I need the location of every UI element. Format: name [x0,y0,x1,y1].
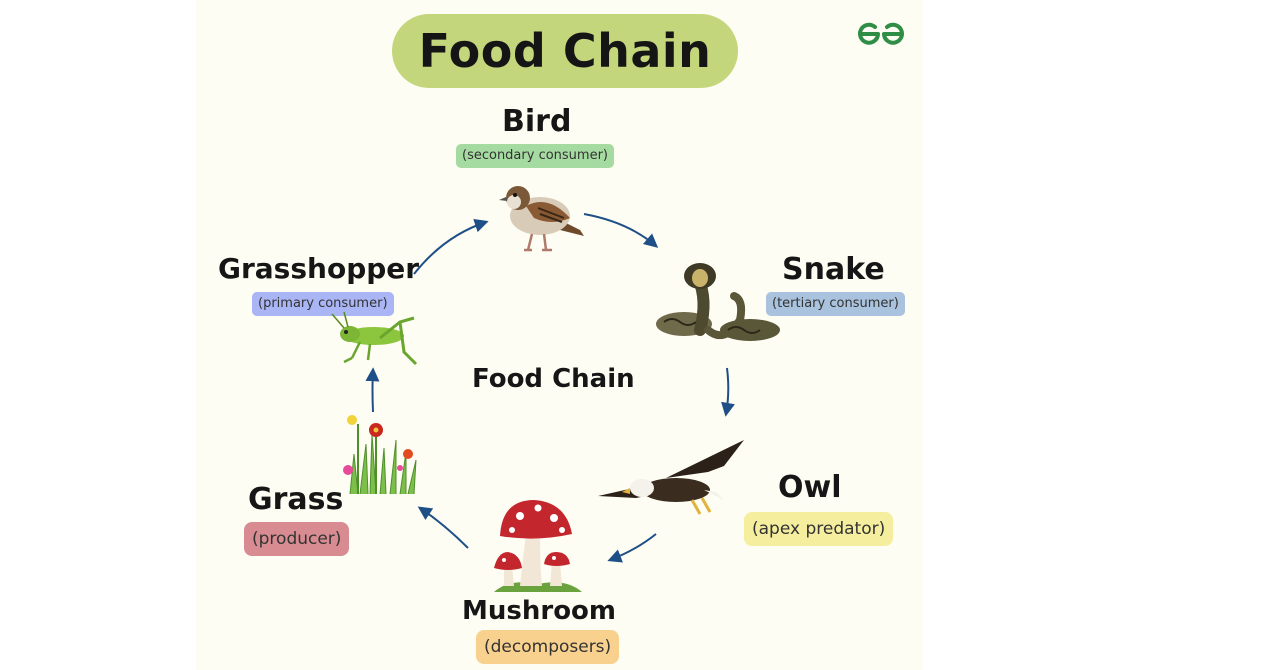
grasshopper-icon [331,311,418,366]
diagram-title: Food Chain [418,24,712,78]
role-tag-bird: (secondary consumer) [456,144,615,168]
node-name-snake: Snake [782,252,885,287]
node-name-grass: Grass [248,482,344,517]
role-tag-mushroom: (decomposers) [476,630,620,664]
node-name-bird: Bird [502,104,572,139]
arrow-bird-to-snake [583,213,659,248]
title-banner: Food Chain [392,14,738,88]
arrow-snake-to-owl [721,367,735,417]
role-tag-snake: (tertiary consumer) [766,292,905,316]
arrow-grass-to-grasshopper [365,367,380,413]
owl-icon [598,440,744,515]
node-name-owl: Owl [778,470,842,505]
snake-icon [656,263,780,341]
mushroom-icon [494,500,582,592]
arrow-owl-to-mushroom [607,533,657,563]
center-label: Food Chain [472,364,635,394]
arrow-grasshopper-to-bird [413,218,489,275]
node-name-mushroom: Mushroom [462,596,617,626]
role-tag-grass: (producer) [244,522,350,556]
role-tag-grasshopper: (primary consumer) [252,292,394,316]
geeksforgeeks-logo-icon [858,22,904,45]
role-tag-owl: (apex predator) [744,512,894,546]
cycle-arrows [365,213,735,563]
arrow-mushroom-to-grass [417,506,469,549]
diagram-canvas: Food Chain Bird (secondary consumer) Sna… [196,0,923,670]
node-name-grasshopper: Grasshopper [218,252,420,285]
grass-icon [343,415,417,495]
bird-icon [499,186,584,252]
